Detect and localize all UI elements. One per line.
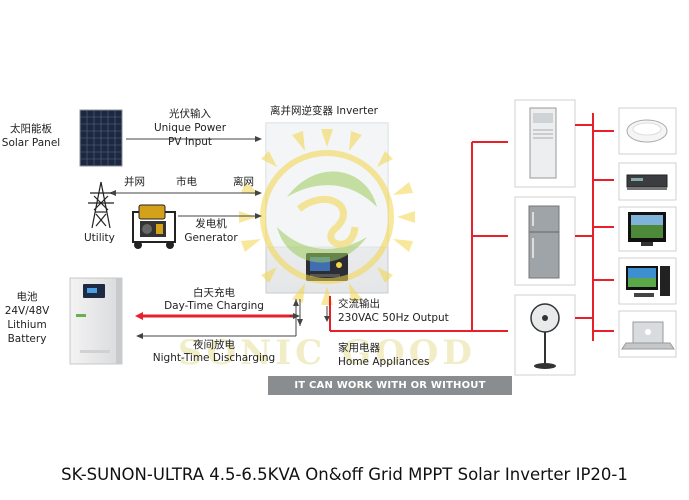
set-top-box-icon — [626, 174, 668, 190]
air-conditioner-icon — [529, 107, 557, 179]
pv-input-arrow — [126, 136, 262, 142]
battery-label-en: Battery — [7, 333, 47, 345]
solar-panel-label-cn: 太阳能板 — [10, 123, 52, 135]
day-charging-label-cn: 白天充电 — [193, 287, 235, 299]
battery-icon — [69, 277, 123, 365]
home-appliances-label-cn: 家用电器 — [338, 342, 380, 354]
battery-note-banner: IT CAN WORK WITH OR WITHOUT BATTERY — [268, 376, 512, 410]
utility-tower-icon — [88, 181, 114, 229]
battery-wiring — [135, 299, 303, 339]
grid-on-label: 并网 — [124, 176, 145, 188]
generator-label-en: Generator — [184, 232, 238, 244]
battery-voltage: 24V/48V — [4, 305, 50, 317]
night-discharging-label-cn: 夜间放电 — [193, 339, 235, 351]
battery-label-cn: 电池 — [16, 291, 38, 303]
ac-output-wiring — [324, 141, 508, 332]
utility-label: Utility — [84, 232, 115, 244]
ceiling-light-icon — [626, 119, 668, 143]
pv-input-label-en1: Unique Power — [153, 122, 227, 134]
generator-arrow — [178, 213, 262, 219]
night-discharging-label-en: Night-Time Discharging — [152, 352, 276, 364]
sun-logo-icon — [239, 129, 415, 305]
solar-panel-icon — [79, 109, 123, 167]
laptop-icon — [621, 321, 675, 350]
day-charging-label-en: Day-Time Charging — [164, 300, 264, 312]
desktop-computer-icon — [626, 266, 670, 297]
home-appliances-label-en: Home Appliances — [338, 356, 430, 368]
battery-type: Lithium — [7, 319, 47, 331]
refrigerator-icon — [528, 205, 560, 279]
generator-icon — [132, 204, 176, 249]
television-icon — [628, 212, 666, 246]
pv-input-label-cn: 光伏输入 — [169, 108, 211, 120]
grid-arrow — [109, 190, 262, 196]
solar-panel-label-en: Solar Panel — [1, 137, 61, 149]
ac-output-label-cn: 交流输出 — [338, 298, 380, 310]
generator-label-cn: 发电机 — [195, 218, 227, 230]
ac-output-label-en: 230VAC 50Hz Output — [338, 312, 449, 324]
product-caption: SK-SUNON-ULTRA 4.5-6.5KVA On&off Grid MP… — [61, 465, 628, 484]
grid-utility-label: 市电 — [176, 176, 197, 188]
watermark-text: SONIC GOOD — [178, 333, 476, 373]
fan-icon — [530, 303, 560, 369]
appliance-bus-wiring — [575, 113, 614, 341]
inverter-label: 离并网逆变器 Inverter — [270, 105, 378, 117]
pv-input-label-en2: PV Input — [167, 136, 213, 148]
grid-off-label: 离网 — [233, 176, 254, 188]
